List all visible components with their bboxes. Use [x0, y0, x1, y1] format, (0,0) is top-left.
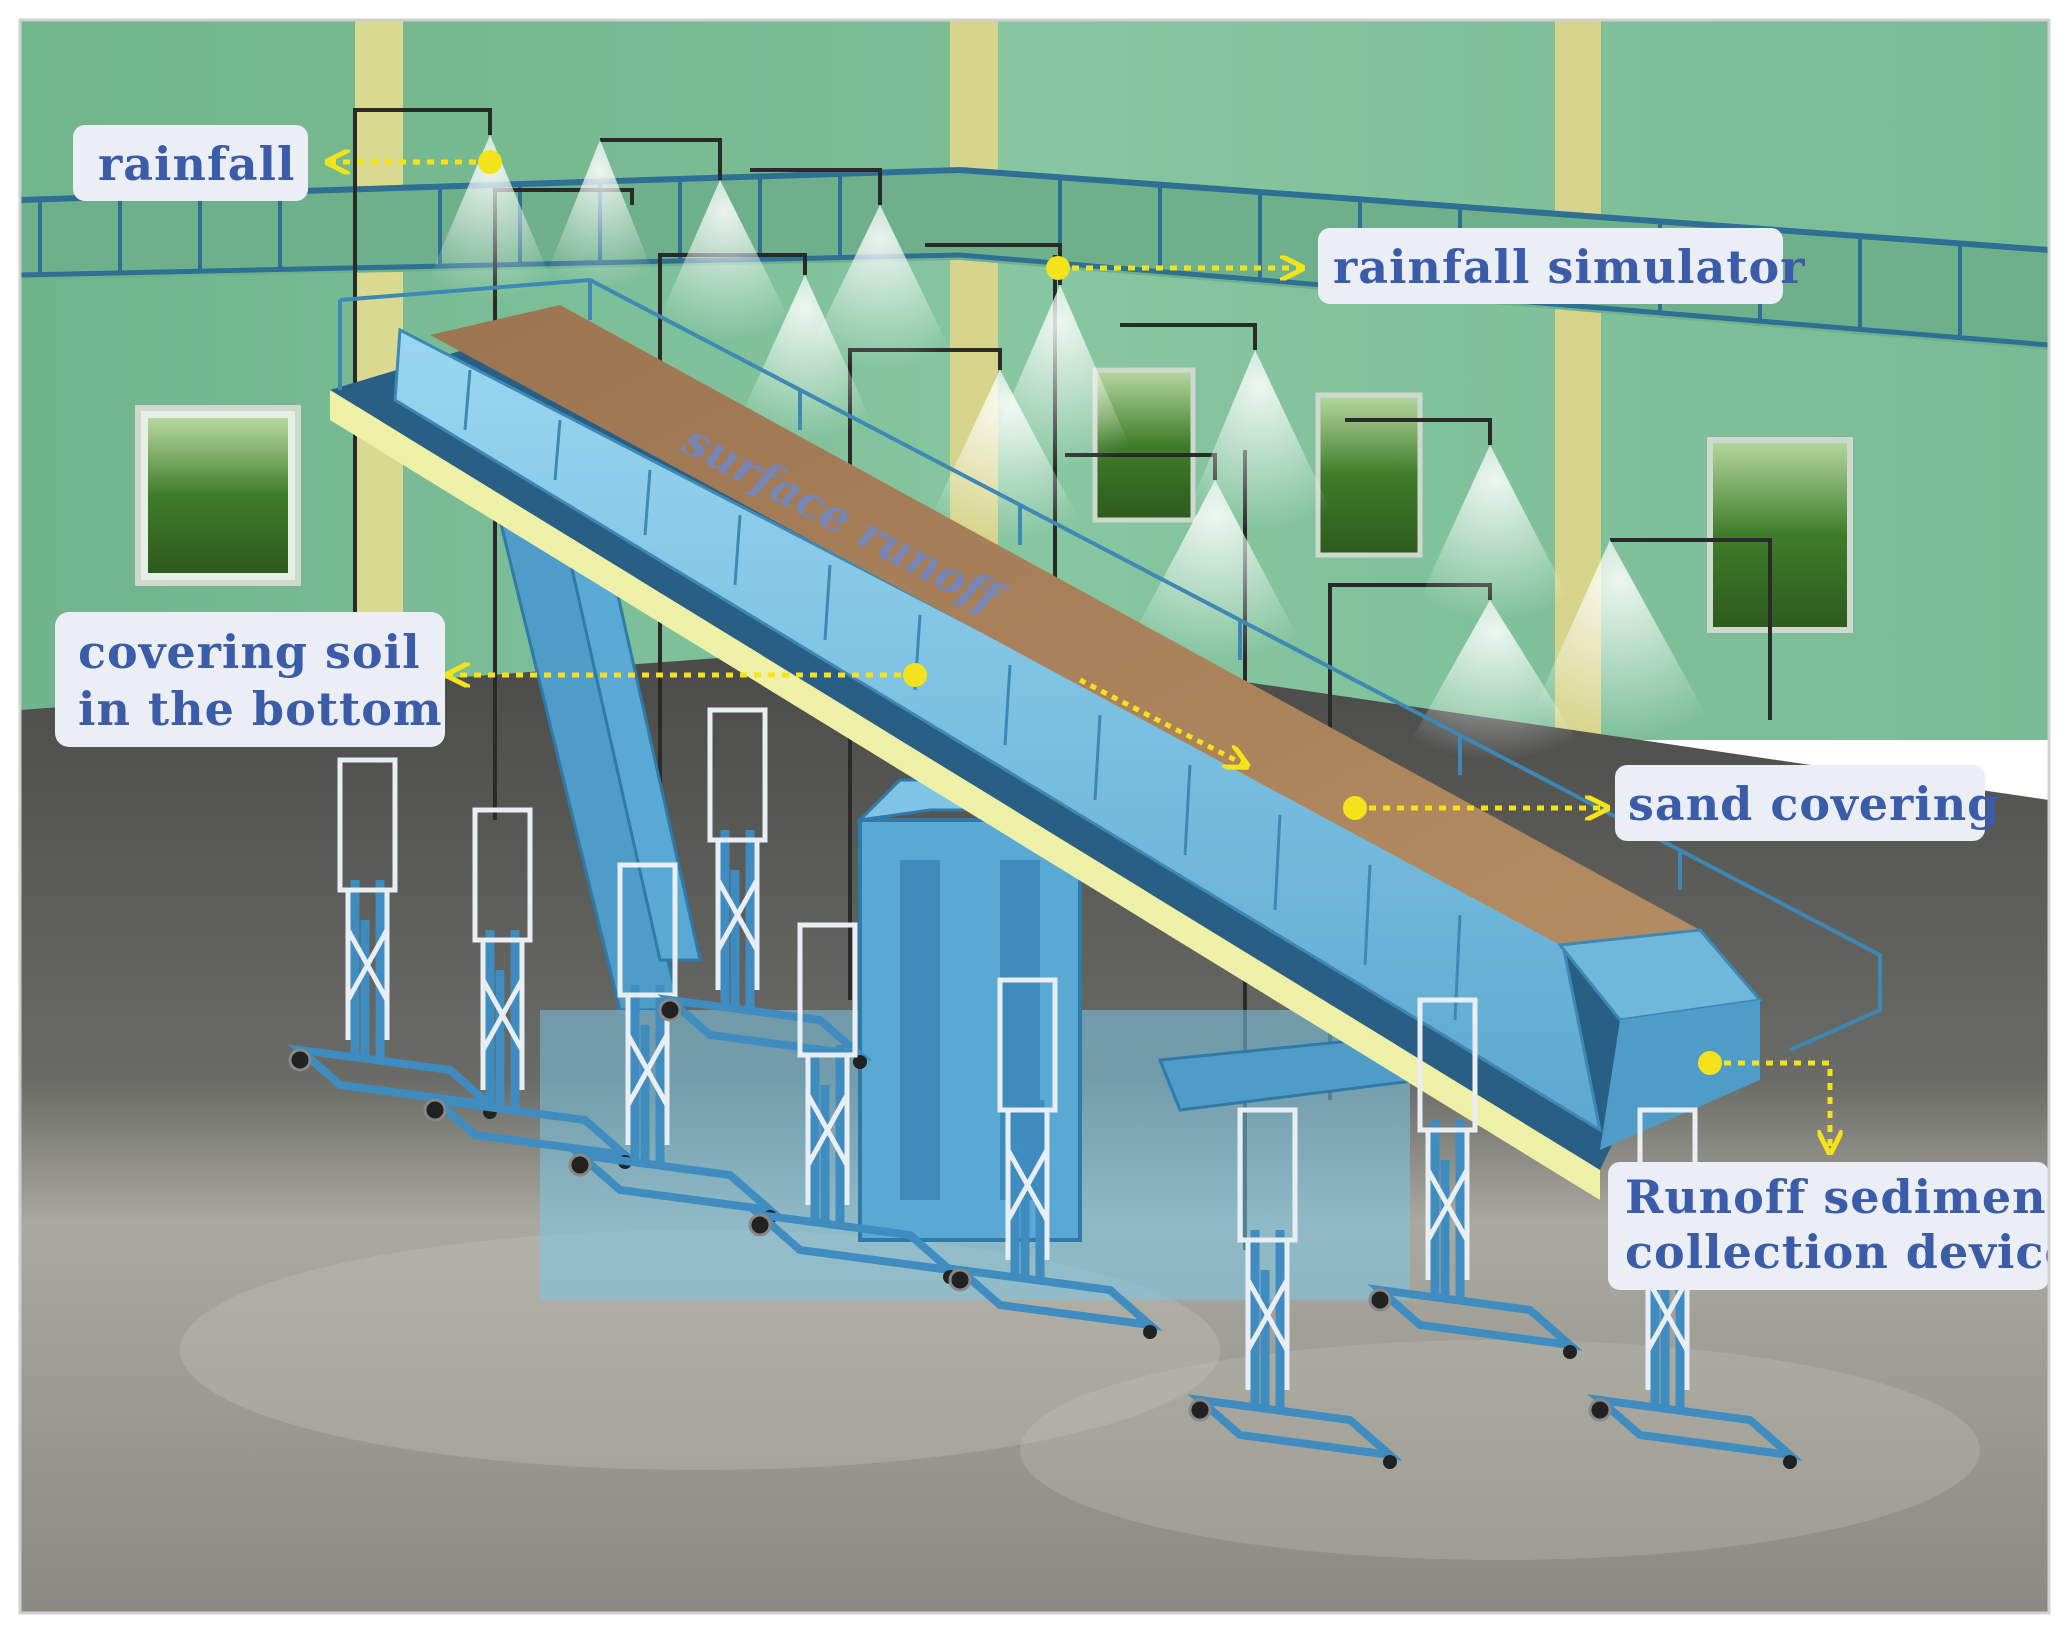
collection-cart — [1367, 997, 1583, 1359]
soil-surface — [430, 305, 1700, 945]
collection-cart — [747, 922, 963, 1284]
collection-cart — [947, 977, 1163, 1339]
svg-text:Runoff sediment: Runoff sediment — [1625, 1170, 2069, 1224]
flume-handrail — [338, 277, 1882, 1052]
collection-cart — [567, 862, 783, 1224]
pointer-lines — [330, 162, 1830, 1150]
flume-ribs — [463, 369, 1462, 1021]
image-frame — [18, 18, 2051, 1615]
spray-mist — [420, 135, 1720, 760]
svg-text:rainfall: rainfall — [98, 137, 296, 191]
svg-text:sand covering: sand covering — [1628, 777, 2000, 831]
label-rainfall: rainfall — [73, 125, 308, 201]
pillar-left — [355, 20, 403, 720]
label-runoff-collection: Runoff sediment collection device — [1608, 1162, 2069, 1290]
window-1 — [135, 405, 301, 586]
label-sand-covering: sand covering — [1615, 765, 2000, 841]
svg-text:rainfall simulator: rainfall simulator — [1333, 240, 1805, 294]
svg-text:in the bottom: in the bottom — [78, 682, 443, 736]
flume-support — [498, 518, 1583, 1300]
collection-carts — [287, 707, 1803, 1469]
window-4 — [1707, 437, 1853, 633]
label-rainfall-simulator: rainfall simulator — [1318, 228, 1805, 304]
flume-edge — [330, 390, 1600, 1200]
svg-text:covering soil: covering soil — [78, 625, 421, 679]
collection-cart — [1187, 1107, 1403, 1469]
collection-cart — [422, 807, 638, 1169]
soil-flume — [330, 277, 1882, 1200]
label-covering-soil: covering soil in the bottom — [55, 612, 445, 747]
scene: surface runoff rainfall rainfall simulat… — [20, 20, 2069, 1613]
pointer-dots — [478, 150, 1722, 1075]
svg-text:collection device: collection device — [1625, 1225, 2069, 1279]
collection-cart — [657, 707, 873, 1069]
